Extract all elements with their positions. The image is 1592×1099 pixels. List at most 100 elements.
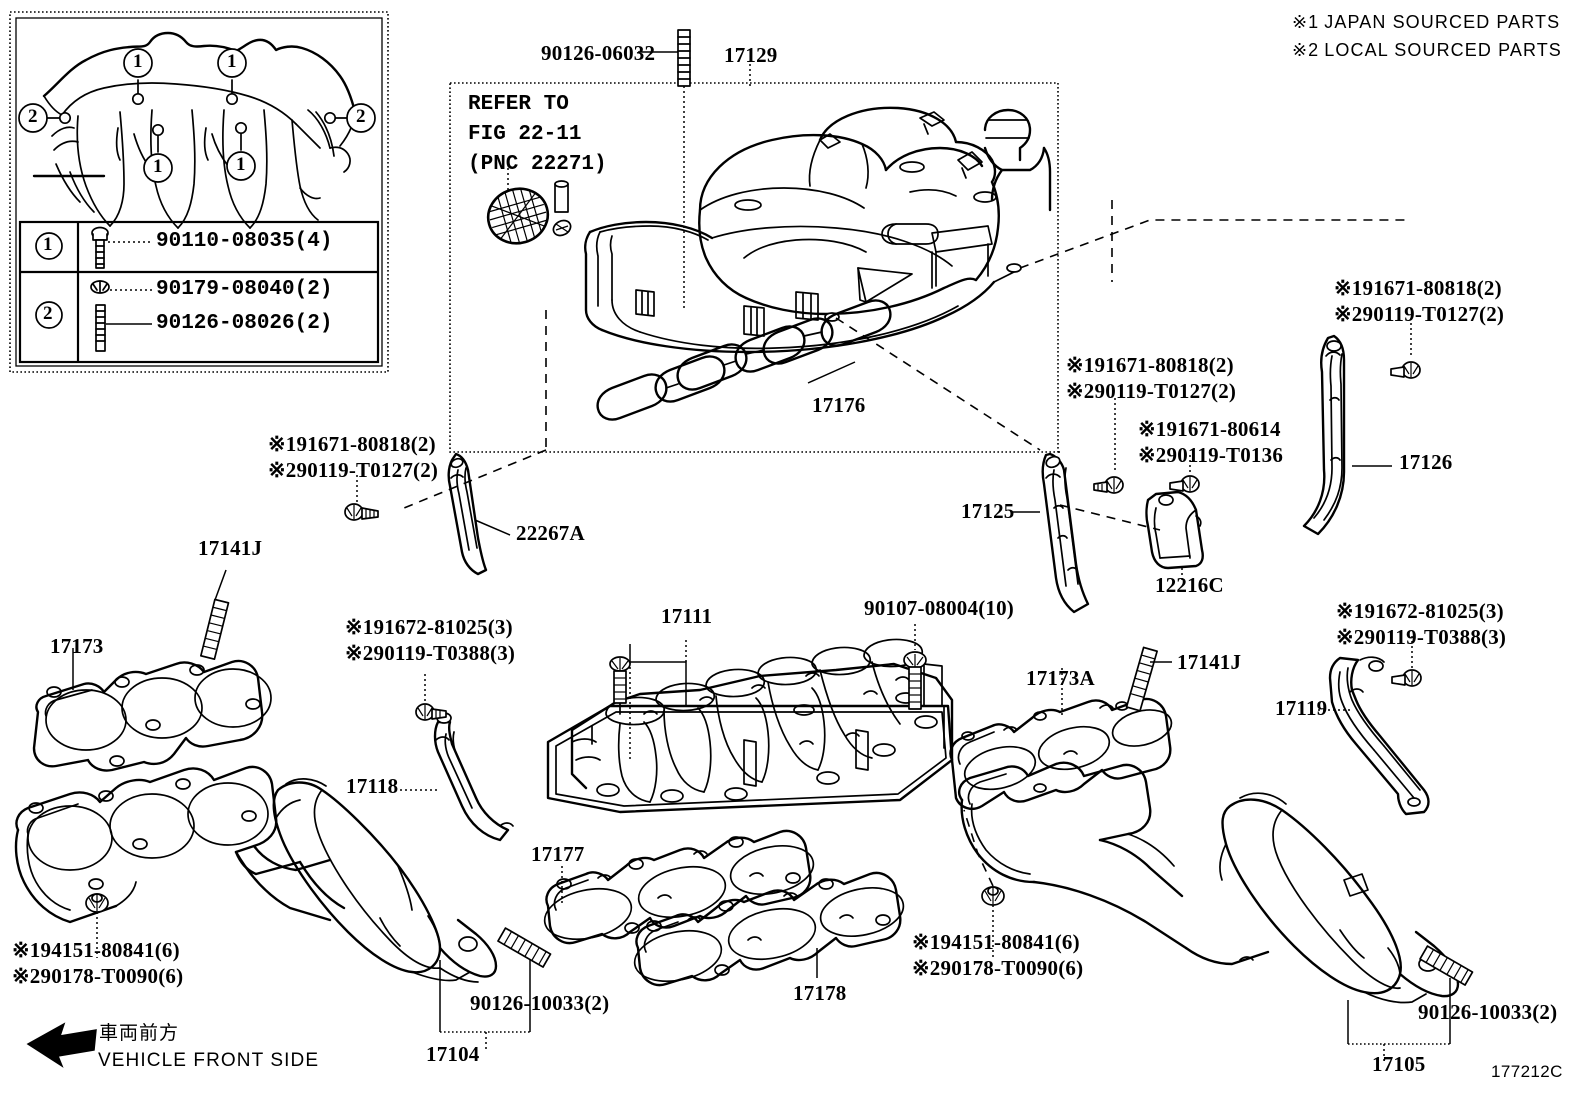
inset-part-2a: 90179-08040(2): [156, 278, 333, 301]
bolt-17118: [415, 674, 447, 721]
label-17119: 17119: [1275, 696, 1328, 720]
inset-part-1: 90110-08035(4): [156, 230, 333, 253]
inset-table-row-2-id: 2: [43, 303, 53, 324]
inset-table-row-1-id: 1: [43, 234, 53, 255]
note-text-1: JAPAN SOURCED PARTS: [1324, 12, 1561, 32]
label-17125: 17125: [961, 499, 1015, 523]
stay-17119: [1318, 656, 1430, 816]
dual-label-17119-bolt: ※191672-81025(3)※290119-T0388(3): [1336, 599, 1506, 650]
vehicle-front-english: VEHICLE FRONT SIDE: [98, 1050, 320, 1071]
vehicle-front-arrow: [26, 1022, 97, 1068]
stay-17125: [1012, 452, 1090, 614]
stud-90126-10033-right: [1419, 945, 1474, 1000]
dual-label-12216C-bolt: ※191671-80614※290119-T0136: [1138, 417, 1283, 468]
label-17141J-left: 17141J: [198, 536, 263, 560]
dual-17105-line1: ※194151-80841(6): [912, 930, 1080, 954]
exhaust-manifold-converter-17104: [14, 765, 498, 983]
bracket-22267A: [447, 452, 511, 576]
stud-90126-06032: [638, 29, 691, 310]
dual-17125-line1: ※191671-80818(2): [1066, 353, 1234, 377]
surge-tank-group-box: [449, 82, 1059, 453]
label-90126-10033-right: 90126-10033(2): [1418, 1000, 1558, 1024]
dash-to-17125: [835, 317, 1041, 451]
bolt-17119: [1391, 636, 1422, 687]
diagram-id: 177212C: [1491, 1062, 1563, 1081]
dual-label-17126-bolt: ※191671-80818(2)※290119-T0127(2): [1334, 276, 1504, 327]
gasket-17176: [596, 299, 892, 421]
gasket-17177: [543, 829, 815, 945]
note-mark-2: ※2: [1292, 40, 1320, 60]
dual-22267A-line2: ※290119-T0127(2): [268, 457, 439, 482]
label-17173: 17173: [50, 634, 104, 658]
inset-parts-table: [18, 220, 380, 364]
air-filter-screen: [486, 163, 550, 245]
dual-label-22267A-bolt: ※191671-80818(2)※290119-T0127(2): [268, 432, 438, 483]
label-17105: 17105: [1372, 1052, 1426, 1076]
inset-engine-illustration: [18, 31, 376, 229]
inset-part-2b: 90126-08026(2): [156, 312, 333, 335]
label-90107-08004: 90107-08004(10): [864, 596, 1014, 620]
dual-17126-line1: ※191671-80818(2): [1334, 276, 1502, 300]
inset-frame: [9, 11, 389, 373]
stay-17118: [400, 712, 514, 842]
bracket-12216C: [1145, 490, 1204, 582]
dash-to-12216C: [1059, 504, 1161, 531]
dual-label-17104-nut: ※194151-80841(6)※290178-T0090(6): [12, 938, 183, 989]
gasket-17178: [633, 871, 905, 987]
label-17173A: 17173A: [1026, 666, 1095, 690]
bolt-17126: [1390, 318, 1421, 379]
bolt-17111-left: [609, 656, 631, 704]
inset-callout-1c: 1: [153, 156, 163, 177]
intake-surge-tank-17129: [554, 106, 1052, 354]
label-17129: 17129: [724, 43, 778, 67]
refer-line-1: REFER TO: [468, 93, 569, 116]
label-17178: 17178: [793, 981, 847, 1005]
dual-17104-line2: ※290178-T0090(6): [12, 963, 184, 988]
dual-17118-line1: ※191672-81025(3): [345, 615, 513, 639]
dual-label-17118-bolt: ※191672-81025(3)※290119-T0388(3): [345, 615, 515, 666]
dual-17105-line2: ※290178-T0090(6): [912, 955, 1084, 980]
inset-callout-2b: 2: [356, 106, 366, 127]
label-17126: 17126: [1399, 450, 1453, 474]
bolt-17125: [1093, 398, 1124, 494]
dual-22267A-line1: ※191671-80818(2): [268, 432, 436, 456]
inset-callout-1d: 1: [236, 154, 246, 175]
dual-12216C-line1: ※191671-80614: [1138, 417, 1281, 441]
label-17104: 17104: [426, 1042, 480, 1066]
stay-17126: [1302, 334, 1392, 536]
stud-17141J-left: [200, 569, 230, 661]
inset-callout-1a: 1: [133, 51, 143, 72]
note-text-2: LOCAL SOURCED PARTS: [1324, 40, 1562, 60]
label-90126-06032: 90126-06032: [541, 41, 656, 65]
bolt-22267A: [344, 475, 379, 521]
stud-90126-10033-left: [497, 927, 552, 984]
vehicle-front-japanese: 車両前方: [99, 1022, 180, 1044]
label-12216C: 12216C: [1155, 573, 1224, 597]
stud-17141J-right: [1125, 646, 1172, 712]
label-17118: 17118: [346, 774, 399, 798]
label-22267A: 22267A: [516, 521, 585, 545]
dual-17104-line1: ※194151-80841(6): [12, 938, 180, 962]
label-90126-10033-left: 90126-10033(2): [470, 991, 610, 1015]
label-17176: 17176: [812, 393, 866, 417]
bolt-90107-08004: [903, 624, 927, 710]
leader-17105: [1347, 1000, 1451, 1062]
inset-callout-1b: 1: [227, 51, 237, 72]
bolt-12216C: [1169, 455, 1200, 493]
leader-17104: [439, 960, 531, 1052]
dash-to-17126: [1019, 219, 1410, 269]
intake-manifold-17111: [546, 638, 954, 814]
dual-17119-line1: ※191672-81025(3): [1336, 599, 1504, 623]
dual-17125-line2: ※290119-T0127(2): [1066, 378, 1237, 403]
nut-17104: [85, 893, 109, 958]
dual-17118-line2: ※290119-T0388(3): [345, 640, 516, 665]
inset-callout-2a: 2: [28, 106, 38, 127]
dual-17119-line2: ※290119-T0388(3): [1336, 624, 1507, 649]
gasket-17173: [32, 648, 272, 772]
label-17111: 17111: [661, 604, 713, 628]
grommet-small: [552, 219, 572, 237]
